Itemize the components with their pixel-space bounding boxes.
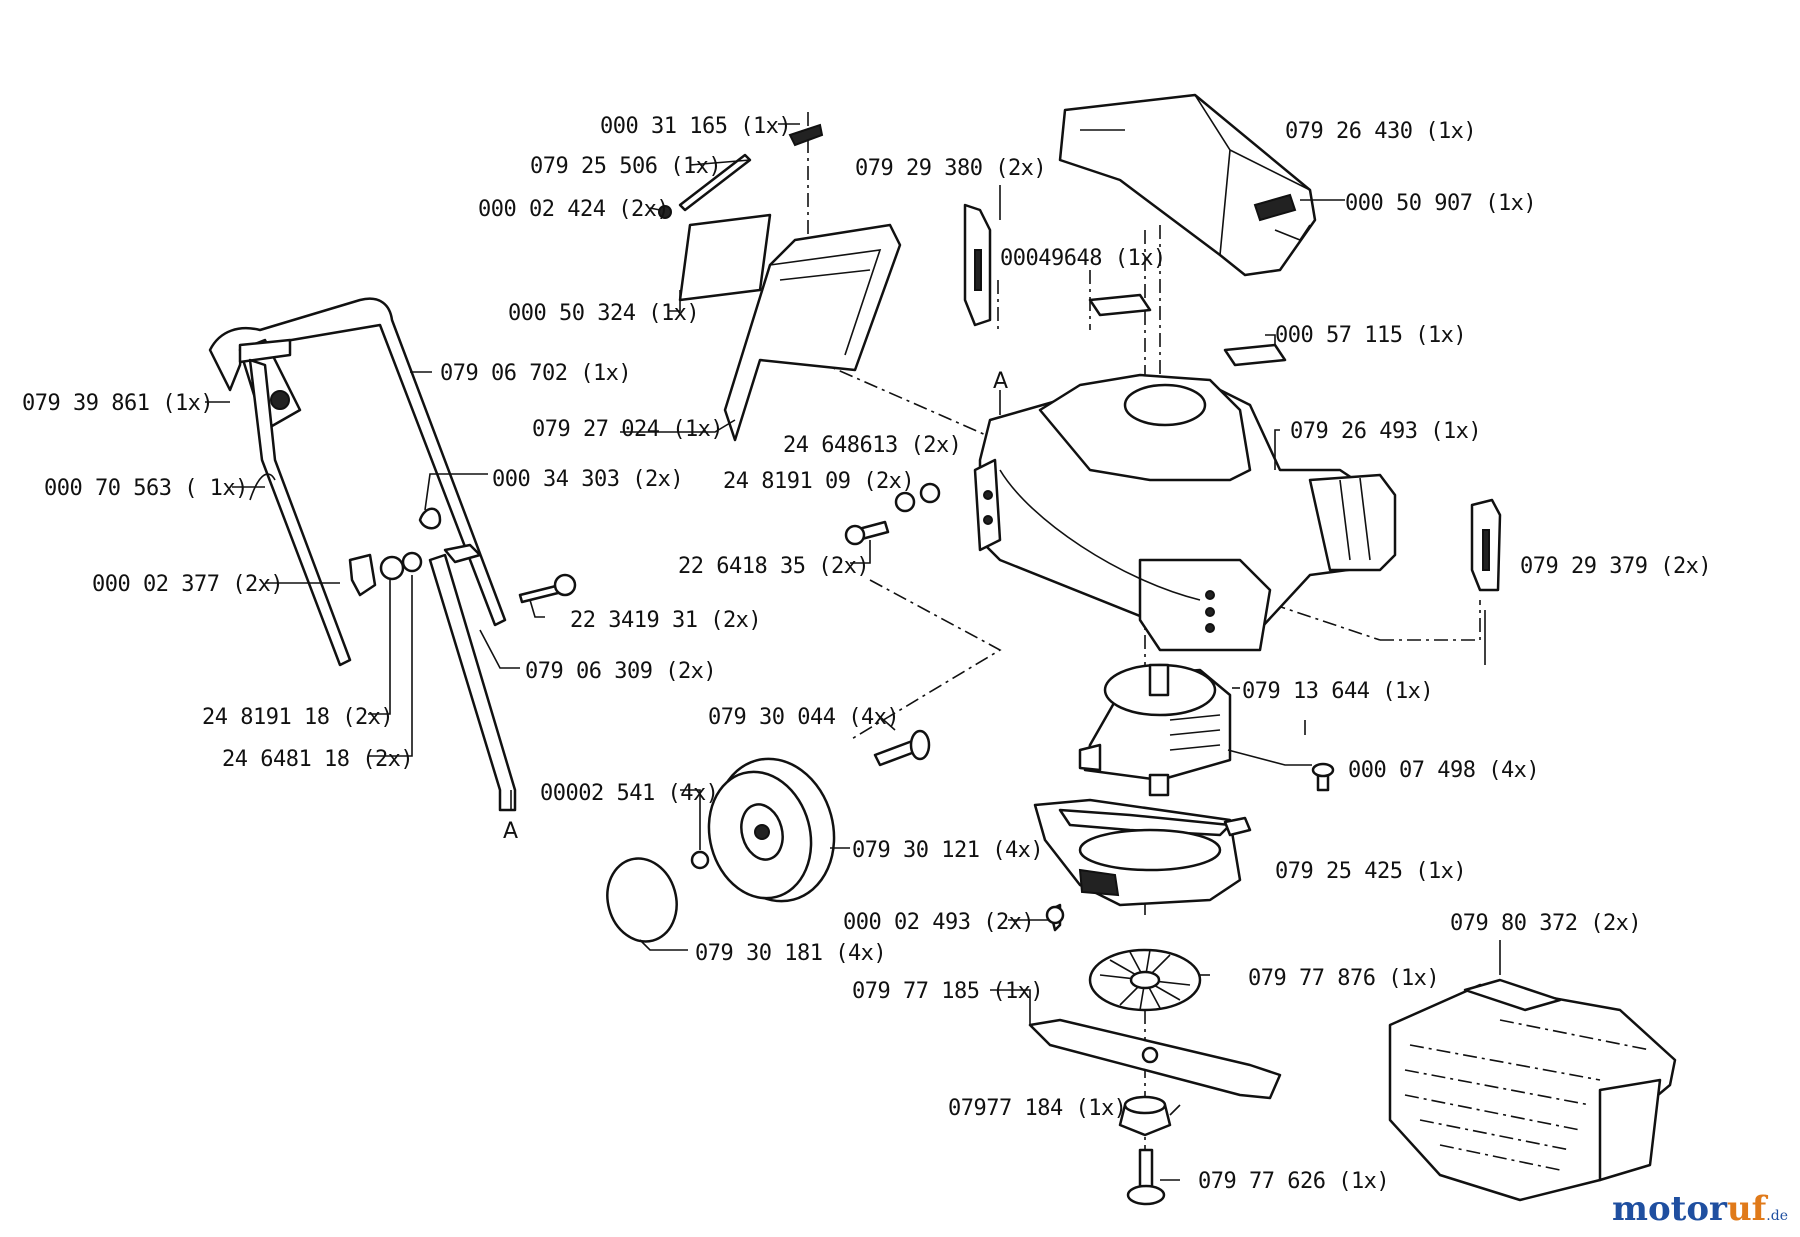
grass-bag (1388, 978, 1677, 1202)
blade (1028, 1018, 1282, 1100)
label-000-50-324: 000 50 324 (1x) (508, 301, 699, 326)
label-000-31-165: 000 31 165 (1x) (600, 114, 791, 139)
label-000-07-498: 000 07 498 (4x) (1348, 758, 1539, 783)
label-22-6418-35: 22 6418 35 (2x) (678, 554, 869, 579)
logo-text-accent: uf (1726, 1189, 1767, 1229)
label-079-06-702: 079 06 702 (1x) (440, 361, 631, 386)
label-000-34-303: 000 34 303 (2x) (492, 467, 683, 492)
label-079-29-380: 079 29 380 (2x) (855, 156, 1046, 181)
label-000-02-493: 000 02 493 (2x) (843, 910, 1034, 935)
label-000-02-424: 000 02 424 (2x) (478, 197, 669, 222)
mower-deck (973, 373, 1397, 652)
label-079-30-044: 079 30 044 (4x) (708, 705, 899, 730)
label-079-30-181: 079 30 181 (4x) (695, 941, 886, 966)
label-079-77-185: 079 77 185 (1x) (852, 979, 1043, 1004)
motor (1078, 663, 1232, 797)
rod-and-pin (658, 123, 824, 219)
lower-handle (348, 507, 517, 812)
label-00002-541: 00002 541 (4x) (540, 781, 718, 806)
label-079-39-861: 079 39 861 (1x) (22, 391, 213, 416)
bag-mesh-pattern (1404, 1019, 1651, 1171)
label-079-80-372: 079 80 372 (2x) (1450, 911, 1641, 936)
label-079-26-493: 079 26 493 (1x) (1290, 419, 1481, 444)
height-bracket-left (963, 203, 992, 327)
label-07977-184: 07977 184 (1x) (948, 1096, 1126, 1121)
bolts-and-nuts (518, 482, 1335, 932)
label-079-30-121: 079 30 121 (4x) (852, 838, 1043, 863)
label-00049648: 00049648 (1x) (1000, 246, 1166, 271)
wheel (606, 757, 836, 943)
a-markers (510, 390, 1001, 810)
label-24-6481-18: 24 6481 18 (2x) (222, 747, 413, 772)
label-079-29-379: 079 29 379 (2x) (1520, 554, 1711, 579)
label-000-70-563: 000 70 563 ( 1x) (44, 476, 248, 501)
catcher-lid (1058, 93, 1317, 277)
label-079-25-425: 079 25 425 (1x) (1275, 859, 1466, 884)
label-079-26-430: 079 26 430 (1x) (1285, 119, 1476, 144)
label-079-25-506: 079 25 506 (1x) (530, 154, 721, 179)
label-000-57-115: 000 57 115 (1x) (1275, 323, 1466, 348)
blade-screw (1126, 1148, 1166, 1206)
stickers (1088, 293, 1287, 367)
assembly-lines (807, 112, 1481, 1195)
leader-lines (205, 123, 1501, 1181)
marker-a-top: A (993, 369, 1008, 394)
part-labels: 000 31 165 (1x) 079 25 506 (1x) 000 02 4… (22, 114, 1712, 1194)
marker-a-bottom: A (503, 819, 518, 844)
label-000-50-907: 000 50 907 (1x) (1345, 191, 1536, 216)
label-079-77-626: 079 77 626 (1x) (1198, 1169, 1389, 1194)
motoruf-logo: motoruf.de (1612, 1189, 1788, 1229)
label-22-3419-31: 22 3419 31 (2x) (570, 608, 761, 633)
label-079-77-876: 079 77 876 (1x) (1248, 966, 1439, 991)
label-000-02-377: 000 02 377 (2x) (92, 572, 283, 597)
height-bracket-right (1470, 498, 1502, 592)
label-24-648613: 24 648613 (2x) (783, 433, 961, 458)
label-24-8191-09: 24 8191 09 (2x) (723, 469, 914, 494)
blade-hub (1118, 1095, 1172, 1137)
label-24-8191-18: 24 8191 18 (2x) (202, 705, 393, 730)
logo-domain: .de (1766, 1208, 1788, 1224)
blade-housing (1033, 798, 1252, 907)
label-079-06-309: 079 06 309 (2x) (525, 659, 716, 684)
label-079-27-024: 079 27 024 (1x) (532, 417, 723, 442)
fan (1088, 948, 1202, 1012)
logo-text-main: motor (1611, 1189, 1727, 1229)
rear-flap (678, 213, 902, 442)
push-handle (208, 297, 507, 667)
label-079-13-644: 079 13 644 (1x) (1242, 679, 1433, 704)
